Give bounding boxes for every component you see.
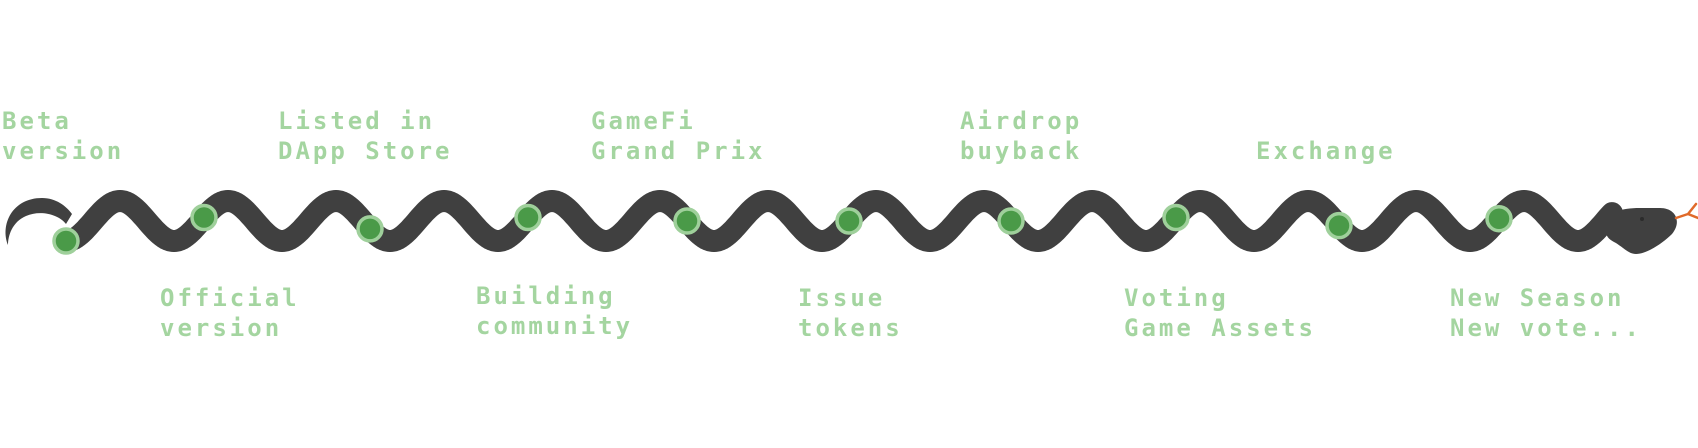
milestone-line2: Game Assets bbox=[1124, 314, 1316, 342]
milestone-node bbox=[356, 215, 384, 243]
milestone-label-beta: Beta version bbox=[2, 106, 124, 166]
milestone-line1: Listed in bbox=[278, 107, 436, 135]
snake-tail bbox=[5, 198, 72, 245]
milestone-line2: tokens bbox=[798, 314, 903, 342]
milestone-line2: buyback bbox=[960, 137, 1083, 165]
milestone-node bbox=[190, 203, 218, 232]
milestone-label-gamefi: GameFi Grand Prix bbox=[591, 106, 766, 166]
milestone-line1: Exchange bbox=[1256, 137, 1396, 165]
milestone-node bbox=[1162, 203, 1190, 232]
milestone-nodes bbox=[52, 203, 1513, 255]
milestone-line1: New Season bbox=[1450, 284, 1625, 312]
milestone-line2: version bbox=[160, 314, 283, 342]
milestone-line2: Grand Prix bbox=[591, 137, 766, 165]
milestone-label-airdrop: Airdrop buyback bbox=[960, 106, 1082, 166]
milestone-line1: Beta bbox=[2, 107, 72, 135]
milestone-label-tokens: Issue tokens bbox=[798, 283, 903, 343]
milestone-line1: Official bbox=[160, 284, 300, 312]
snake-head bbox=[1606, 208, 1677, 254]
snake-tongue bbox=[1674, 202, 1698, 220]
snake-eye bbox=[1640, 217, 1644, 221]
milestone-node bbox=[1325, 211, 1353, 240]
milestone-node bbox=[835, 207, 863, 235]
milestone-label-dapp-store: Listed in DApp Store bbox=[278, 106, 453, 166]
milestone-node bbox=[997, 207, 1025, 235]
milestone-line1: Issue bbox=[798, 284, 886, 312]
snake-body bbox=[55, 190, 1623, 252]
milestone-line2: DApp Store bbox=[278, 137, 453, 165]
milestone-label-new-season: New Season New vote... bbox=[1450, 283, 1642, 343]
milestone-node bbox=[1485, 204, 1513, 233]
milestone-node bbox=[673, 207, 701, 235]
milestone-label-exchange: Exchange bbox=[1256, 136, 1396, 166]
milestone-line1: Voting bbox=[1124, 284, 1229, 312]
milestone-line1: Building bbox=[476, 282, 616, 310]
milestone-node bbox=[52, 227, 80, 255]
milestone-label-voting: Voting Game Assets bbox=[1124, 283, 1316, 343]
milestone-label-community: Building community bbox=[476, 281, 633, 341]
milestone-line1: Airdrop bbox=[960, 107, 1083, 135]
milestone-label-official: Official version bbox=[160, 283, 300, 343]
milestone-line2: New vote... bbox=[1450, 314, 1642, 342]
milestone-line2: version bbox=[2, 137, 125, 165]
milestone-node bbox=[514, 203, 542, 232]
milestone-line1: GameFi bbox=[591, 107, 696, 135]
milestone-line2: community bbox=[476, 312, 634, 340]
